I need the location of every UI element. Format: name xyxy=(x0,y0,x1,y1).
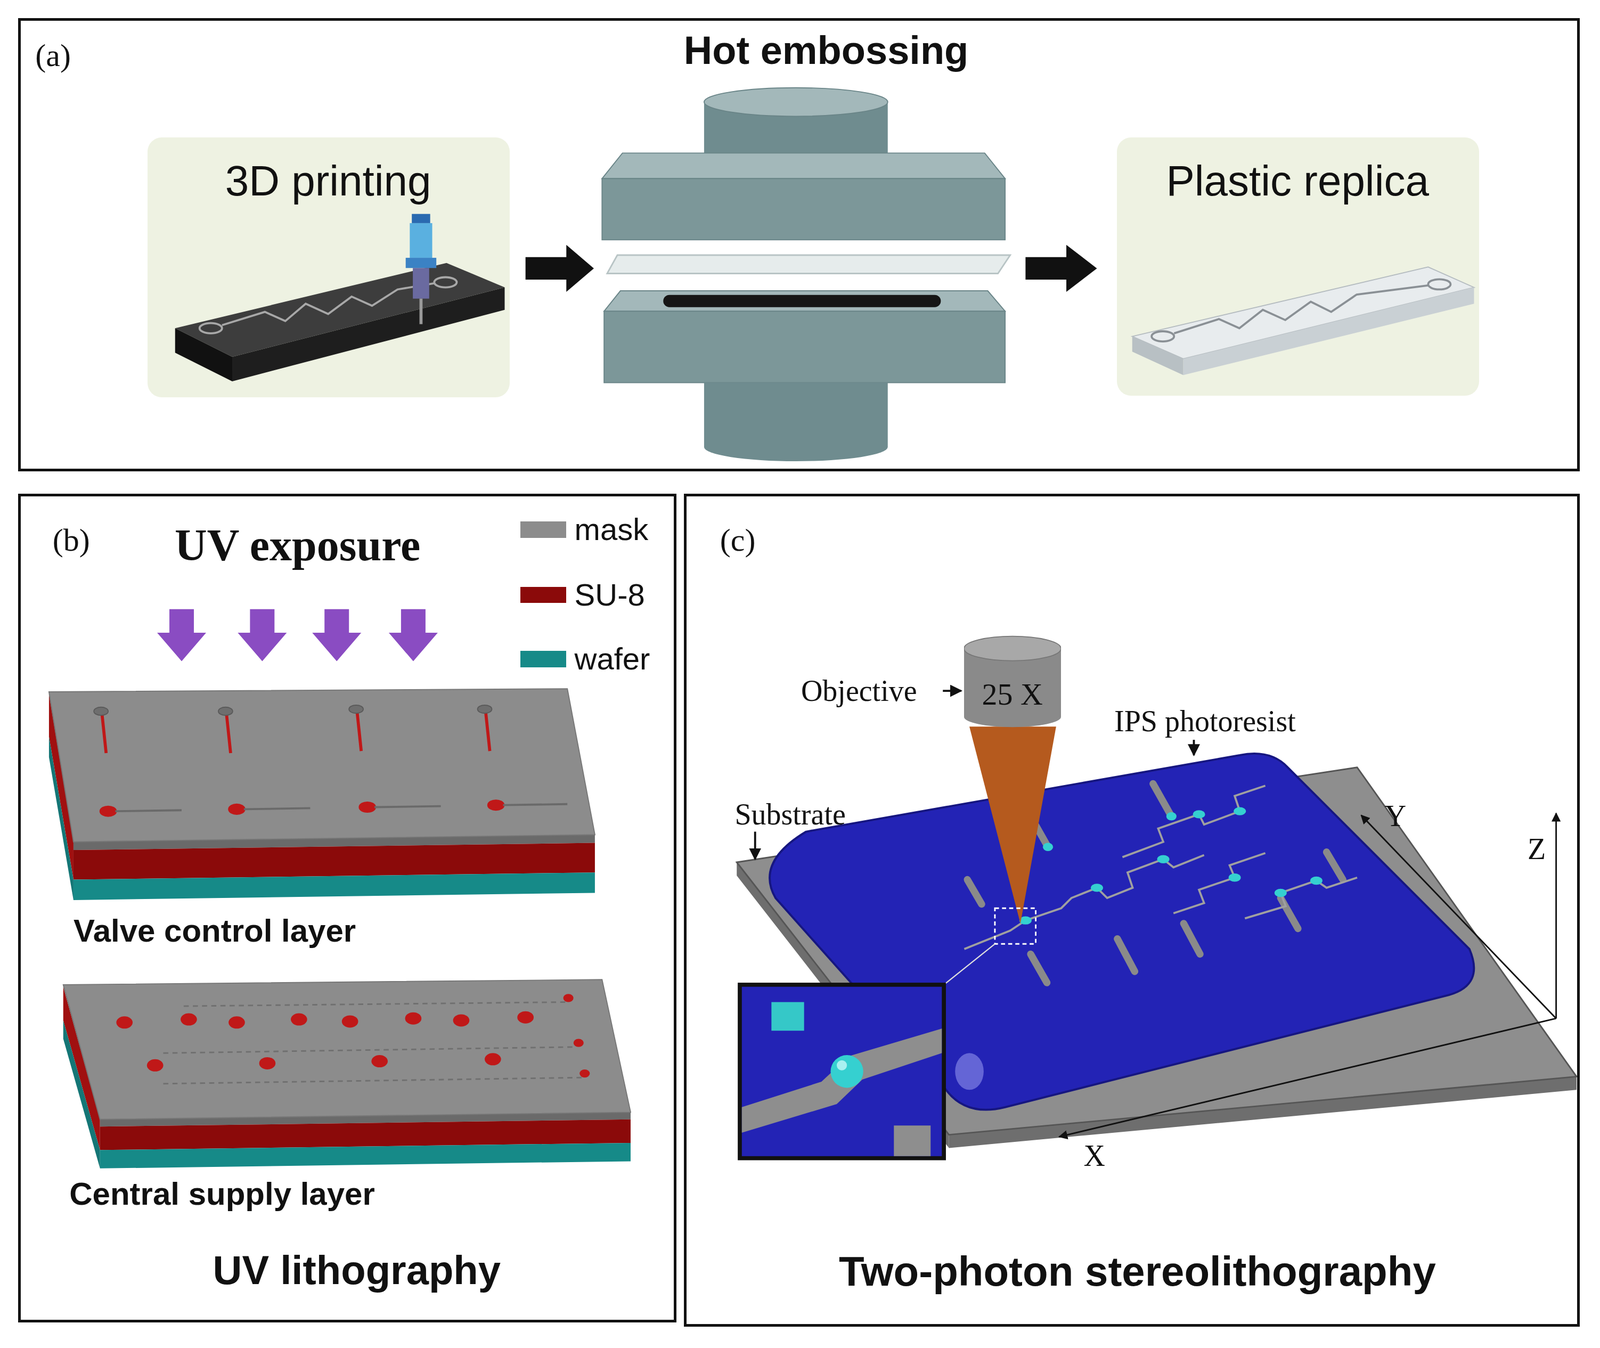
panel-caption: UV lithography xyxy=(213,1246,501,1294)
part-label: IPS photoresist xyxy=(1114,704,1296,739)
legend-label: SU-8 xyxy=(574,577,646,614)
process-box: Plastic replica xyxy=(1116,137,1480,396)
legend-swatch xyxy=(520,650,567,668)
panel-title: Hot embossing xyxy=(683,27,969,73)
layer-label: Valve control layer xyxy=(73,912,356,950)
figure-panel: (a) Hot embossing 3D printing Plastic repli… xyxy=(18,18,1580,472)
figure-panel: (c) Two-photon stereolithography 25 X xyxy=(683,493,1580,1327)
part-label: Substrate xyxy=(734,797,846,832)
step-label: Plastic replica xyxy=(1165,156,1430,206)
panel-caption: Two-photon stereolithography xyxy=(838,1247,1436,1296)
step-label: 3D printing xyxy=(225,156,432,206)
axis-label: Z xyxy=(1527,831,1546,867)
part-label: Objective xyxy=(801,673,918,708)
panel-letter: (c) xyxy=(720,521,756,559)
axis-label: X xyxy=(1083,1138,1106,1173)
legend-label: mask xyxy=(574,511,649,548)
process-title: UV exposure xyxy=(174,519,421,572)
panel-letter: (b) xyxy=(52,521,91,559)
panel-letter: (a) xyxy=(35,37,71,75)
magnification-label: 25 X xyxy=(981,676,1043,713)
objective-lens: 25 X xyxy=(964,632,1061,730)
legend-label: wafer xyxy=(574,641,651,677)
axis-label: Y xyxy=(1384,798,1407,834)
process-box: 3D printing xyxy=(147,137,510,398)
legend-swatch xyxy=(520,586,567,604)
legend-swatch xyxy=(520,521,567,538)
layer-label: Central supply layer xyxy=(69,1175,375,1213)
